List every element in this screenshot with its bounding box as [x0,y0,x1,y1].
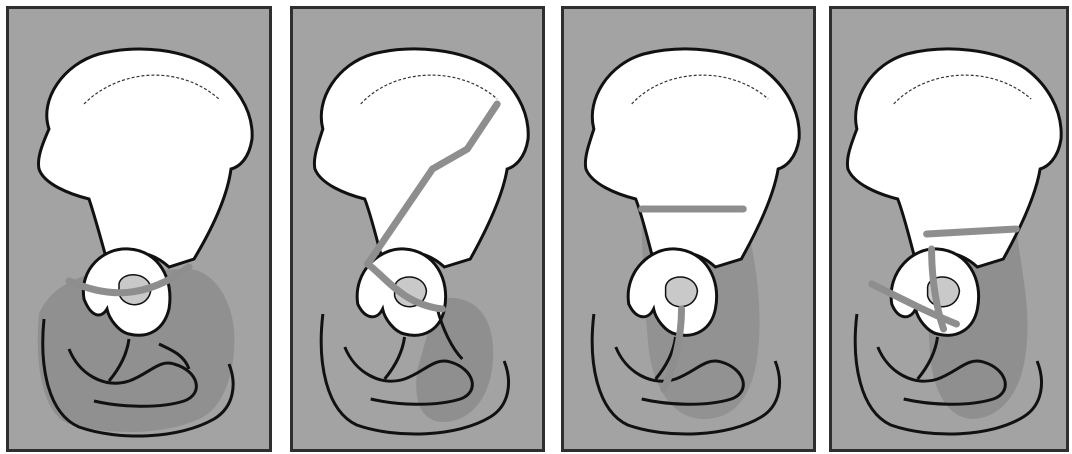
pelvis-diagram-1 [9,9,269,449]
ilium-wing [314,49,528,267]
pelvis-panel-3 [561,6,816,452]
pelvis-diagram-2 [293,9,542,449]
ilium-wing [38,49,252,267]
pelvis-panel-4 [829,6,1069,452]
ilium-wing [585,49,799,267]
pelvis-diagram-4 [832,9,1066,449]
pelvis-panel-2 [290,6,545,452]
acetabulum [628,249,716,335]
pelvis-diagram-3 [564,9,813,449]
pelvis-panel-1 [6,6,272,452]
